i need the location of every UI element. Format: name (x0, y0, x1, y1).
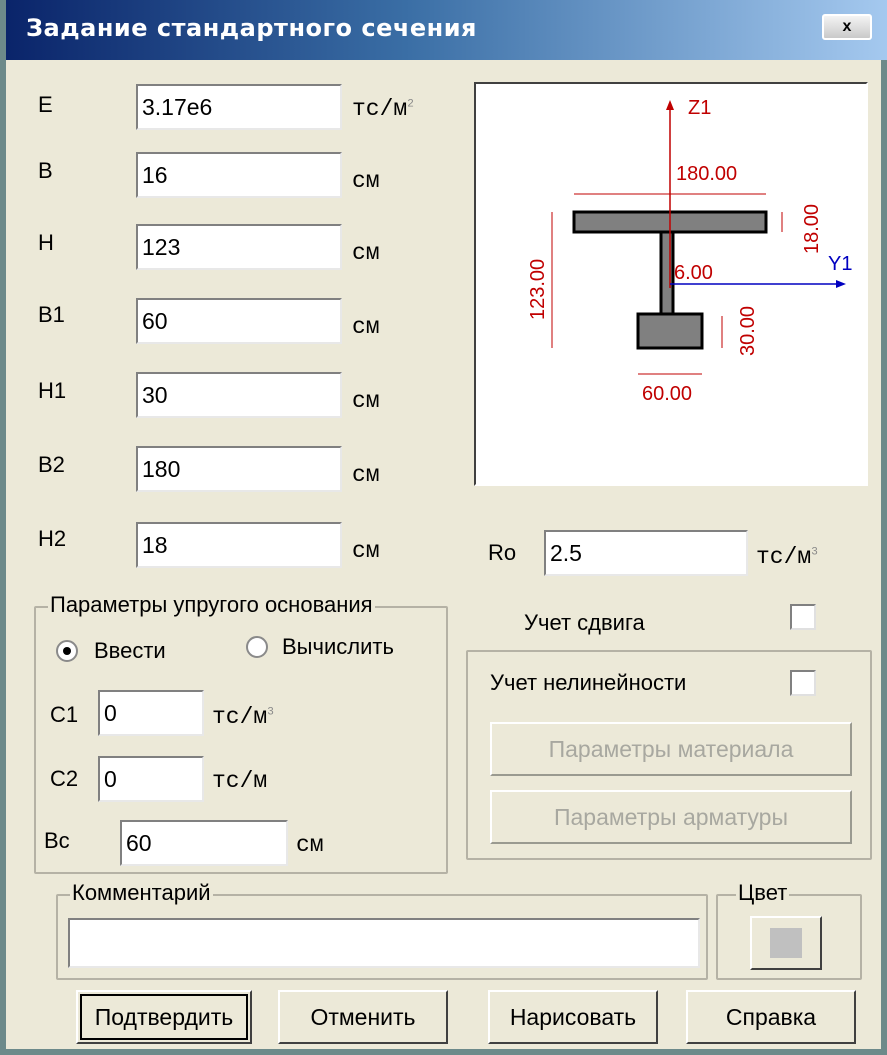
c1-input[interactable] (98, 690, 204, 736)
draw-button[interactable]: Нарисовать (488, 990, 658, 1044)
param-input-h2[interactable] (136, 522, 342, 568)
param-label-b2: B2 (38, 452, 65, 477)
window-title: Задание стандартного сечения (26, 14, 477, 42)
param-unit-b2: см (352, 462, 380, 488)
param-label-h1: H1 (38, 378, 67, 403)
dim-web-width: 6.00 (674, 262, 713, 284)
color-swatch (770, 928, 802, 958)
ro-label: Ro (488, 540, 517, 565)
c1-label: C1 (50, 702, 79, 727)
close-button[interactable]: x (822, 14, 872, 40)
material-params-button[interactable]: Параметры материала (490, 722, 852, 776)
radio-enter[interactable] (56, 640, 78, 662)
dim-top-width: 180.00 (676, 163, 737, 185)
param-unit-h: см (352, 240, 380, 266)
param-label-h2: H2 (38, 526, 67, 551)
c2-unit: тс/м (212, 768, 268, 794)
comment-input[interactable] (68, 918, 700, 968)
param-input-e[interactable] (136, 84, 342, 130)
radio-calculate-label: Вычислить (282, 634, 394, 659)
nonlinear-checkbox[interactable] (790, 670, 816, 696)
comment-group-title: Комментарий (70, 880, 213, 906)
rebar-params-button[interactable]: Параметры арматуры (490, 790, 852, 844)
help-button[interactable]: Справка (686, 990, 856, 1044)
c2-label: C2 (50, 766, 79, 791)
param-input-b1[interactable] (136, 298, 342, 344)
param-unit-b: см (352, 168, 380, 194)
close-icon: x (842, 18, 852, 35)
param-label-b: B (38, 158, 53, 183)
ro-input[interactable] (544, 530, 748, 576)
param-input-b2[interactable] (136, 446, 342, 492)
axis-y-label: Y1 (828, 253, 852, 275)
param-input-h[interactable] (136, 224, 342, 270)
cancel-button[interactable]: Отменить (278, 990, 448, 1044)
comment-group: Комментарий (56, 880, 708, 980)
axis-z-label: Z1 (688, 97, 711, 119)
nonlinear-group (466, 650, 872, 860)
z-axis-arrow (666, 100, 674, 110)
nonlinear-label: Учет нелинейности (490, 670, 687, 695)
color-picker-button[interactable] (750, 916, 822, 970)
param-unit-h1: см (352, 388, 380, 414)
shear-label: Учет сдвига (524, 610, 645, 635)
radio-enter-label: Ввести (94, 638, 166, 663)
dim-bottom-height: 30.00 (737, 306, 759, 356)
param-input-b[interactable] (136, 152, 342, 198)
title-bar[interactable]: Задание стандартного сечения x (6, 0, 887, 60)
dim-top-height: 18.00 (801, 204, 823, 254)
bc-label: Bc (44, 828, 70, 853)
bc-unit: см (296, 832, 324, 858)
param-label-h: H (38, 230, 54, 255)
foundation-group: Параметры упругого основания (34, 592, 448, 874)
param-input-h1[interactable] (136, 372, 342, 418)
section-drawing: Z1 Y1 180.00 18.00 6.00 123.00 30.00 60.… (527, 97, 852, 405)
c2-input[interactable] (98, 756, 204, 802)
section-preview: Z1 Y1 180.00 18.00 6.00 123.00 30.00 60.… (474, 82, 868, 486)
param-unit-h2: см (352, 538, 380, 564)
bottom-flange (636, 312, 704, 350)
shear-checkbox[interactable] (790, 604, 816, 630)
dim-bottom-width: 60.00 (642, 383, 692, 405)
dim-total-height: 123.00 (527, 259, 549, 320)
color-group-title: Цвет (736, 880, 790, 906)
y-axis-arrow (836, 280, 846, 288)
param-unit-e: тс/м2 (352, 96, 414, 122)
c1-unit: тс/м3 (212, 704, 274, 730)
param-label-e: E (38, 92, 53, 117)
web (659, 230, 675, 318)
confirm-button[interactable]: Подтвердить (76, 990, 252, 1044)
radio-calculate[interactable] (246, 636, 268, 658)
param-label-b1: B1 (38, 302, 65, 327)
param-unit-b1: см (352, 314, 380, 340)
bc-input[interactable] (120, 820, 288, 866)
color-group: Цвет (716, 880, 862, 980)
ro-unit: тс/м3 (756, 544, 818, 570)
foundation-group-title: Параметры упругого основания (48, 592, 375, 618)
